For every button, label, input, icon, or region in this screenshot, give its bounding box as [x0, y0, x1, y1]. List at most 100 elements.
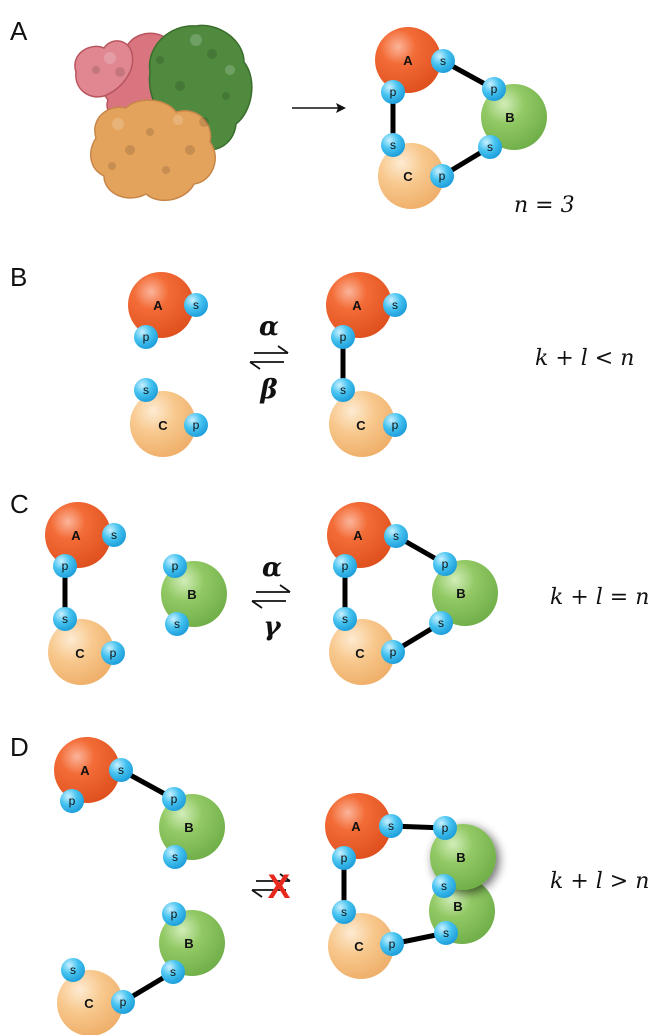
svg-text:p: p: [193, 418, 200, 432]
svg-text:s: s: [62, 612, 68, 626]
subunit-a: A: [325, 793, 391, 859]
panel-label-d: D: [10, 732, 29, 762]
equation-d: k + l > n: [550, 869, 649, 894]
subunit-c: C: [48, 619, 114, 685]
panel-b-reactants: A s p C s p: [128, 272, 208, 457]
svg-text:B: B: [456, 850, 465, 865]
svg-text:s: s: [172, 850, 178, 864]
subunit-b: B: [481, 84, 547, 150]
svg-text:s: s: [441, 879, 447, 893]
svg-text:p: p: [442, 557, 449, 571]
site-s: s: [161, 960, 185, 984]
site-p: p: [482, 77, 506, 101]
site-s: s: [134, 378, 158, 402]
subunit-c: C: [130, 391, 196, 457]
subunit-c: C: [57, 970, 123, 1035]
site-p: p: [430, 164, 454, 188]
backward-rate-gamma: γ: [263, 612, 282, 642]
svg-text:B: B: [456, 586, 465, 601]
site-s: s: [478, 135, 502, 159]
svg-text:C: C: [356, 418, 366, 433]
svg-text:p: p: [143, 330, 150, 344]
equation-c: k + l = n: [550, 585, 649, 610]
site-p: p: [163, 554, 187, 578]
svg-text:p: p: [392, 418, 399, 432]
site-s: s: [431, 49, 455, 73]
svg-text:s: s: [443, 926, 449, 940]
site-s: s: [332, 900, 356, 924]
site-p: p: [184, 413, 208, 437]
panel-c-product: A B C s p p s s p: [327, 502, 498, 685]
svg-text:s: s: [118, 763, 124, 777]
svg-text:s: s: [390, 138, 396, 152]
site-s: s: [163, 845, 187, 869]
svg-text:p: p: [390, 645, 397, 659]
svg-text:A: A: [80, 763, 90, 778]
blocked-equilibrium: X: [251, 868, 291, 906]
panel-c-reactants: A s p C s p B p s: [45, 502, 227, 685]
site-s: s: [61, 958, 85, 982]
subunit-a: A: [45, 502, 111, 568]
site-p: p: [162, 902, 186, 926]
site-s: s: [53, 607, 77, 631]
svg-text:A: A: [352, 298, 362, 313]
site-s: s: [331, 378, 355, 402]
site-s: s: [379, 814, 403, 838]
site-p: p: [60, 789, 84, 813]
forward-rate-alpha: α: [262, 553, 282, 583]
subunit-b: B: [430, 824, 496, 890]
svg-text:B: B: [184, 936, 193, 951]
site-s: s: [165, 612, 189, 636]
site-s: s: [102, 523, 126, 547]
svg-text:s: s: [341, 905, 347, 919]
svg-text:A: A: [153, 298, 163, 313]
subunit-a: A: [54, 737, 120, 803]
subunit-c: C: [378, 143, 444, 209]
site-p: p: [111, 990, 135, 1014]
svg-text:p: p: [69, 794, 76, 808]
svg-text:B: B: [505, 110, 514, 125]
svg-text:C: C: [354, 939, 364, 954]
svg-text:B: B: [453, 899, 462, 914]
protein-surface-image: [74, 24, 253, 202]
site-p: p: [333, 554, 357, 578]
subunit-c: C: [329, 391, 395, 457]
svg-text:p: p: [491, 82, 498, 96]
site-p: p: [53, 554, 77, 578]
svg-text:p: p: [110, 646, 117, 660]
svg-text:p: p: [442, 821, 449, 835]
site-p: p: [101, 641, 125, 665]
site-p: p: [433, 552, 457, 576]
svg-text:s: s: [438, 616, 444, 630]
svg-text:s: s: [340, 383, 346, 397]
svg-text:s: s: [170, 965, 176, 979]
svg-text:B: B: [187, 587, 196, 602]
subunit-a: A: [327, 502, 393, 568]
svg-text:s: s: [70, 963, 76, 977]
panel-d-product: B s B p s A s p C s p: [325, 793, 496, 979]
svg-text:s: s: [111, 528, 117, 542]
site-s: s: [384, 524, 408, 548]
site-p: p: [331, 325, 355, 349]
backward-rate-beta: β: [259, 375, 277, 405]
blocked-mark: X: [268, 868, 291, 906]
site-p: p: [134, 325, 158, 349]
equilibrium-arrows-c: α γ: [251, 553, 291, 642]
svg-text:C: C: [75, 646, 85, 661]
svg-text:s: s: [487, 140, 493, 154]
svg-text:A: A: [403, 53, 413, 68]
site-p: p: [380, 932, 404, 956]
svg-text:A: A: [351, 819, 361, 834]
svg-text:s: s: [174, 617, 180, 631]
site-p: p: [332, 846, 356, 870]
site-s: s: [333, 607, 357, 631]
site-p: p: [381, 640, 405, 664]
site-s: s: [432, 874, 456, 898]
svg-text:B: B: [184, 820, 193, 835]
site-s: s: [184, 293, 208, 317]
panel-d-reactants: A s p B p s B p s C s p: [54, 737, 225, 1035]
subunit-b: B: [432, 560, 498, 626]
svg-text:s: s: [440, 54, 446, 68]
svg-text:C: C: [84, 996, 94, 1011]
svg-text:p: p: [342, 559, 349, 573]
